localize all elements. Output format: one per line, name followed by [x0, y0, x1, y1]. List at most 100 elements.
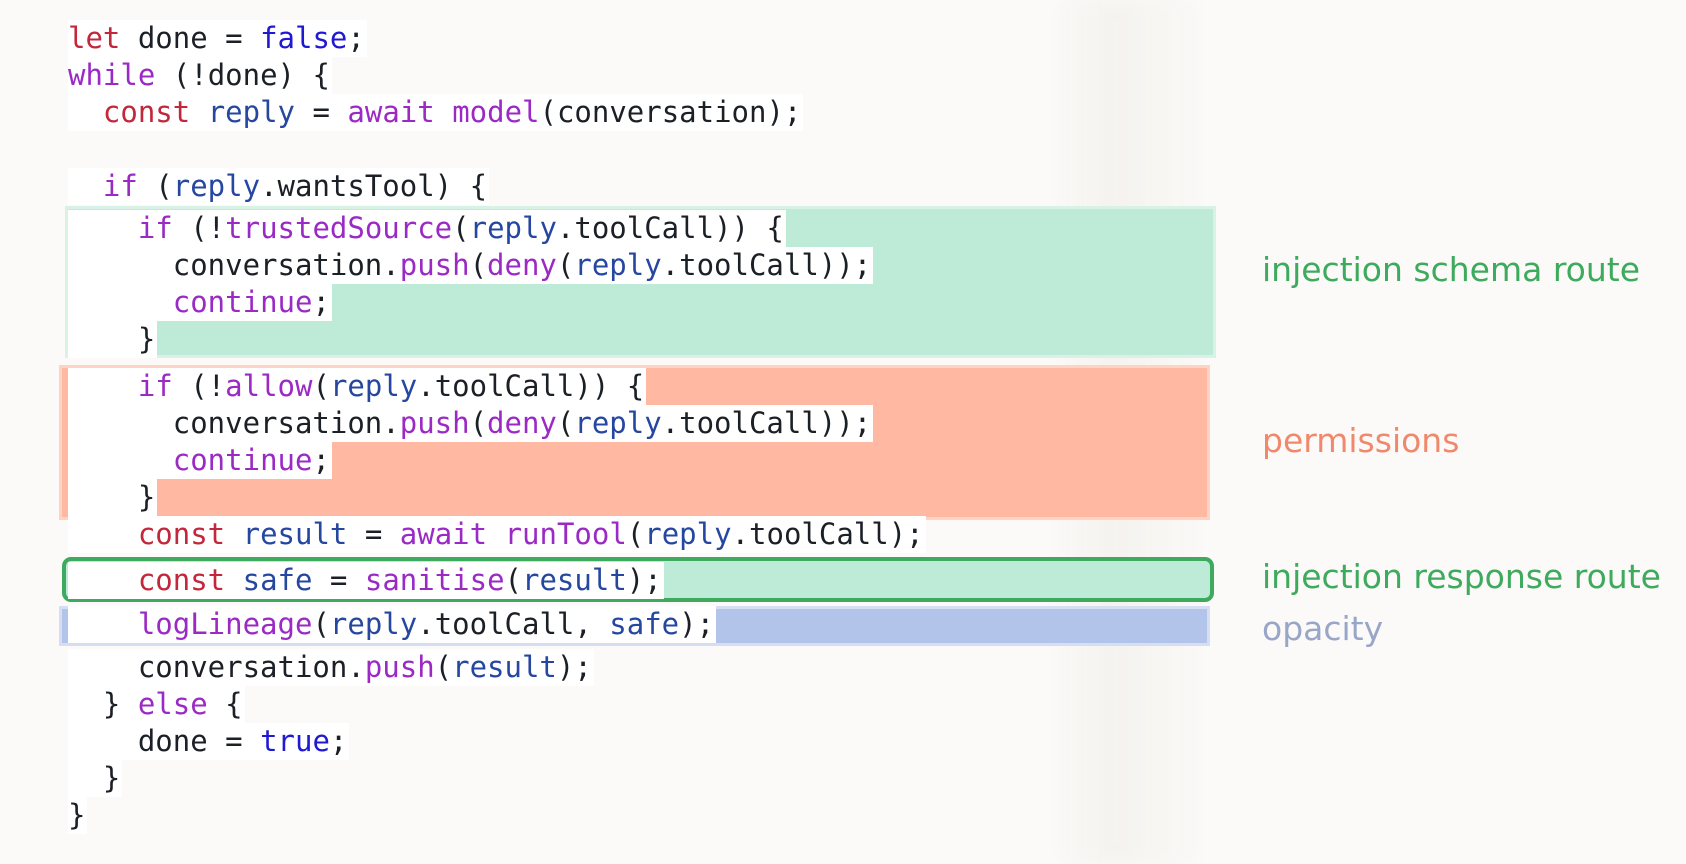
code-token: reply [574, 248, 662, 282]
code-token: } [68, 480, 156, 514]
code-line: conversation.push(deny(reply.toolCall)); [68, 405, 874, 442]
code-token: continue [172, 285, 313, 319]
code-token: result [452, 650, 557, 684]
annotation-injection-schema-route: injection schema route [1262, 250, 1640, 290]
code-token: ( [556, 248, 575, 282]
code-line: done = true; [68, 723, 350, 760]
code-token: continue [172, 443, 313, 477]
code-token: .toolCall)); [661, 406, 872, 440]
code-token [68, 369, 138, 403]
code-line-text: } [68, 760, 123, 797]
code-token: deny [487, 248, 557, 282]
code-token: } [68, 798, 86, 832]
code-token: true [260, 724, 330, 758]
code-token: .toolCall)) { [556, 211, 784, 245]
code-token: done = [120, 21, 261, 55]
code-token: = [295, 95, 348, 129]
annotation-label: opacity [1262, 609, 1384, 648]
code-line-text: } [68, 797, 88, 834]
code-token [225, 517, 242, 551]
code-token: result [242, 517, 348, 551]
code-token: push [399, 248, 470, 282]
code-token: (! [172, 369, 226, 403]
code-token: (conversation); [539, 95, 802, 129]
code-line-text: } [68, 321, 158, 358]
code-token: safe [242, 563, 313, 597]
code-token [68, 211, 138, 245]
code-token: const [102, 95, 191, 129]
annotation-label: injection schema route [1262, 250, 1641, 289]
code-token: .toolCall)); [661, 248, 872, 282]
code-line: } [68, 479, 158, 516]
code-token [68, 563, 138, 597]
code-line: let done = false; [68, 20, 367, 57]
code-token: conversation. [68, 248, 400, 282]
code-token: else [137, 687, 208, 721]
code-token: ( [556, 406, 575, 440]
code-line-text: if (!trustedSource(reply.toolCall)) { [68, 210, 786, 247]
code-line: if (!trustedSource(reply.toolCall)) { [68, 210, 786, 247]
code-token: reply [207, 95, 296, 129]
code-token: ); [626, 563, 662, 597]
code-line: logLineage(reply.toolCall, safe); [68, 606, 717, 643]
code-token: ); [556, 650, 592, 684]
code-token: reply [574, 406, 662, 440]
code-token: ); [679, 607, 715, 641]
code-line-text: let done = false; [68, 20, 367, 57]
code-token: if [137, 369, 173, 403]
code-token: if [137, 211, 173, 245]
code-line-text: } [68, 479, 158, 516]
code-token: const [137, 563, 226, 597]
code-line: conversation.push(deny(reply.toolCall)); [68, 247, 874, 284]
code-token: } [68, 322, 156, 356]
annotation-label: permissions [1262, 421, 1460, 460]
code-token: push [364, 650, 435, 684]
code-line-text: const safe = sanitise(result); [68, 562, 664, 599]
code-token: ( [469, 248, 488, 282]
code-token: ( [469, 406, 488, 440]
code-line-text: conversation.push(result); [68, 649, 594, 686]
annotation-label: injection response route [1262, 557, 1661, 596]
code-token: push [399, 406, 470, 440]
code-token: sanitise [364, 563, 505, 597]
code-token: ; [329, 724, 348, 758]
code-line: } [68, 760, 123, 797]
code-token: .toolCall, [417, 607, 610, 641]
code-line-text: conversation.push(deny(reply.toolCall)); [68, 405, 874, 442]
code-line: } else { [68, 686, 245, 723]
code-token: trustedSource [225, 211, 453, 245]
code-token: conversation. [68, 406, 400, 440]
code-line-text: continue; [68, 284, 332, 321]
code-token: await [347, 95, 435, 129]
code-token [68, 443, 173, 477]
annotation-opacity: opacity [1262, 609, 1383, 649]
code-line: const result = await runTool(reply.toolC… [68, 516, 926, 553]
code-token: ( [504, 563, 523, 597]
code-token: } [68, 687, 138, 721]
code-line-text: const result = await runTool(reply.toolC… [68, 516, 926, 553]
code-token: while [68, 58, 156, 92]
code-line-text: while (!done) { [68, 57, 332, 94]
code-token: ( [312, 369, 330, 403]
code-line: const reply = await model(conversation); [68, 94, 804, 131]
code-token: .toolCall)) { [417, 369, 645, 403]
code-line: if (!allow(reply.toolCall)) { [68, 368, 647, 405]
code-line-text: if (reply.wantsTool) { [68, 168, 490, 205]
code-token: ( [452, 211, 470, 245]
code-token [487, 517, 504, 551]
code-token: const [137, 517, 226, 551]
code-token: safe [609, 607, 680, 641]
code-line-text: logLineage(reply.toolCall, safe); [68, 606, 717, 643]
code-token: reply [329, 607, 418, 641]
code-token [68, 285, 173, 319]
code-line-text: const reply = await model(conversation); [68, 94, 804, 131]
code-token: ; [347, 21, 365, 55]
code-token [225, 563, 242, 597]
code-line: continue; [68, 284, 332, 321]
code-token: let [68, 21, 121, 55]
code-line-text: if (!allow(reply.toolCall)) { [68, 368, 647, 405]
code-line: continue; [68, 442, 332, 479]
code-token: reply [172, 169, 261, 203]
code-token: done = [68, 724, 261, 758]
code-token: if [102, 169, 138, 203]
